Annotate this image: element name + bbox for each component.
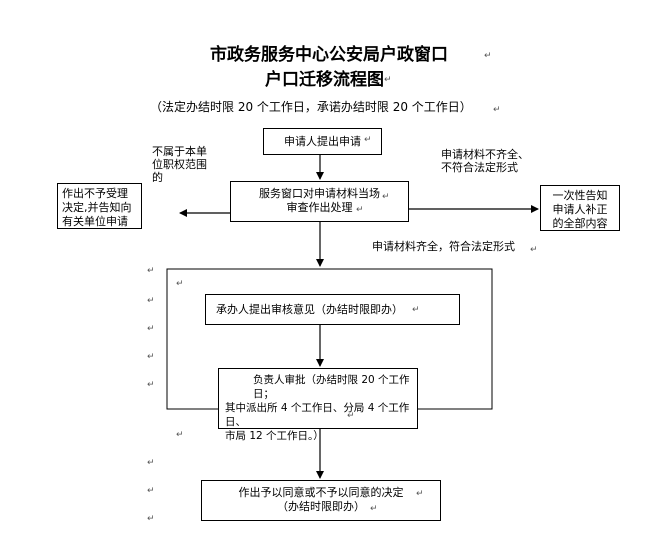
paragraph-mark: ↵ [384, 75, 392, 85]
right-condition-line1: 申请材料不齐全、 [441, 148, 529, 161]
step-approve-line1: 负责人审批（办结时限 20 个工作日； [253, 374, 410, 400]
step-review-label: 承办人提出审核意见（办结时限即办） [216, 303, 403, 316]
left-result-line2: 决定,并告知向 [62, 201, 132, 214]
paragraph-mark: ↵ [416, 489, 424, 499]
left-condition-line3: 的 [152, 171, 163, 184]
paragraph-mark: ↵ [147, 486, 155, 496]
right-result-line3: 的全部内容 [552, 217, 608, 230]
paragraph-mark: ↵ [356, 205, 364, 215]
left-condition-line1: 不属于本单 [152, 145, 207, 158]
paragraph-mark: ↵ [493, 105, 501, 115]
step-approve-line3: 市局 12 个工作日。） [225, 430, 324, 442]
left-condition-line2: 位职权范围 [152, 158, 207, 171]
step-apply-label: 申请人提出申请 [284, 135, 361, 148]
right-condition: 申请材料不齐全、 不符合法定形式 [441, 148, 529, 174]
paragraph-mark: ↵ [176, 279, 184, 289]
page-title: 市政务服务中心公安局户政窗口 [210, 45, 448, 65]
step-approve-box: 负责人审批（办结时限 20 个工作日； 其中派出所 4 个工作日、分局 4 个工… [218, 368, 418, 442]
right-result-line1: 一次性告知 [552, 189, 608, 202]
paragraph-mark: ↵ [147, 324, 155, 334]
paragraph-mark: ↵ [412, 305, 420, 315]
step-review-box: 承办人提出审核意见（办结时限即办） [205, 294, 460, 325]
step-window-box: 服务窗口对申请材料当场 审查作出处理 [230, 181, 409, 222]
paragraph-mark: ↵ [147, 458, 155, 468]
time-limit-note: （法定办结时限 20 个工作日，承诺办结时限 20 个工作日） [150, 100, 472, 114]
paragraph-mark: ↵ [147, 352, 155, 362]
step-decision-line2: （办结时限即办） [277, 500, 365, 513]
paragraph-mark: ↵ [147, 266, 155, 276]
step-decision-line1: 作出予以同意或不予以同意的决定 [238, 486, 404, 499]
paragraph-mark: ↵ [484, 51, 492, 61]
step-window-line2: 审查作出处理 [286, 201, 353, 214]
step-approve-line2: 其中派出所 4 个工作日、分局 4 个工作日、 [225, 402, 410, 428]
paragraph-mark: ↵ [364, 135, 372, 145]
paragraph-mark: ↵ [347, 411, 355, 421]
left-condition: 不属于本单 位职权范围 的 [152, 145, 207, 184]
step-decision-box: 作出予以同意或不予以同意的决定 （办结时限即办） [201, 480, 441, 521]
right-result-box: 一次性告知 申请人补正 的全部内容 [540, 185, 620, 231]
loop-outline [166, 268, 493, 410]
paragraph-mark: ↵ [147, 514, 155, 524]
step-window-line1: 服务窗口对申请材料当场 [259, 187, 380, 200]
paragraph-mark: ↵ [147, 380, 155, 390]
left-result-line3: 有关单位申请 [62, 215, 128, 228]
right-condition-line2: 不符合法定形式 [441, 161, 518, 174]
step-apply-box: 申请人提出申请 [263, 128, 382, 155]
page-subtitle-title: 户口迁移流程图 [265, 70, 384, 90]
left-result-line1: 作出不予受理 [62, 187, 128, 200]
middle-condition: 申请材料齐全，符合法定形式 [372, 240, 515, 253]
left-result-box: 作出不予受理 决定,并告知向 有关单位申请 [57, 183, 142, 229]
paragraph-mark: ↵ [382, 192, 390, 202]
paragraph-mark: ↵ [176, 430, 184, 440]
paragraph-mark: ↵ [370, 504, 378, 514]
paragraph-mark: ↵ [530, 245, 538, 255]
paragraph-mark: ↵ [147, 296, 155, 306]
right-result-line2: 申请人补正 [552, 203, 608, 216]
